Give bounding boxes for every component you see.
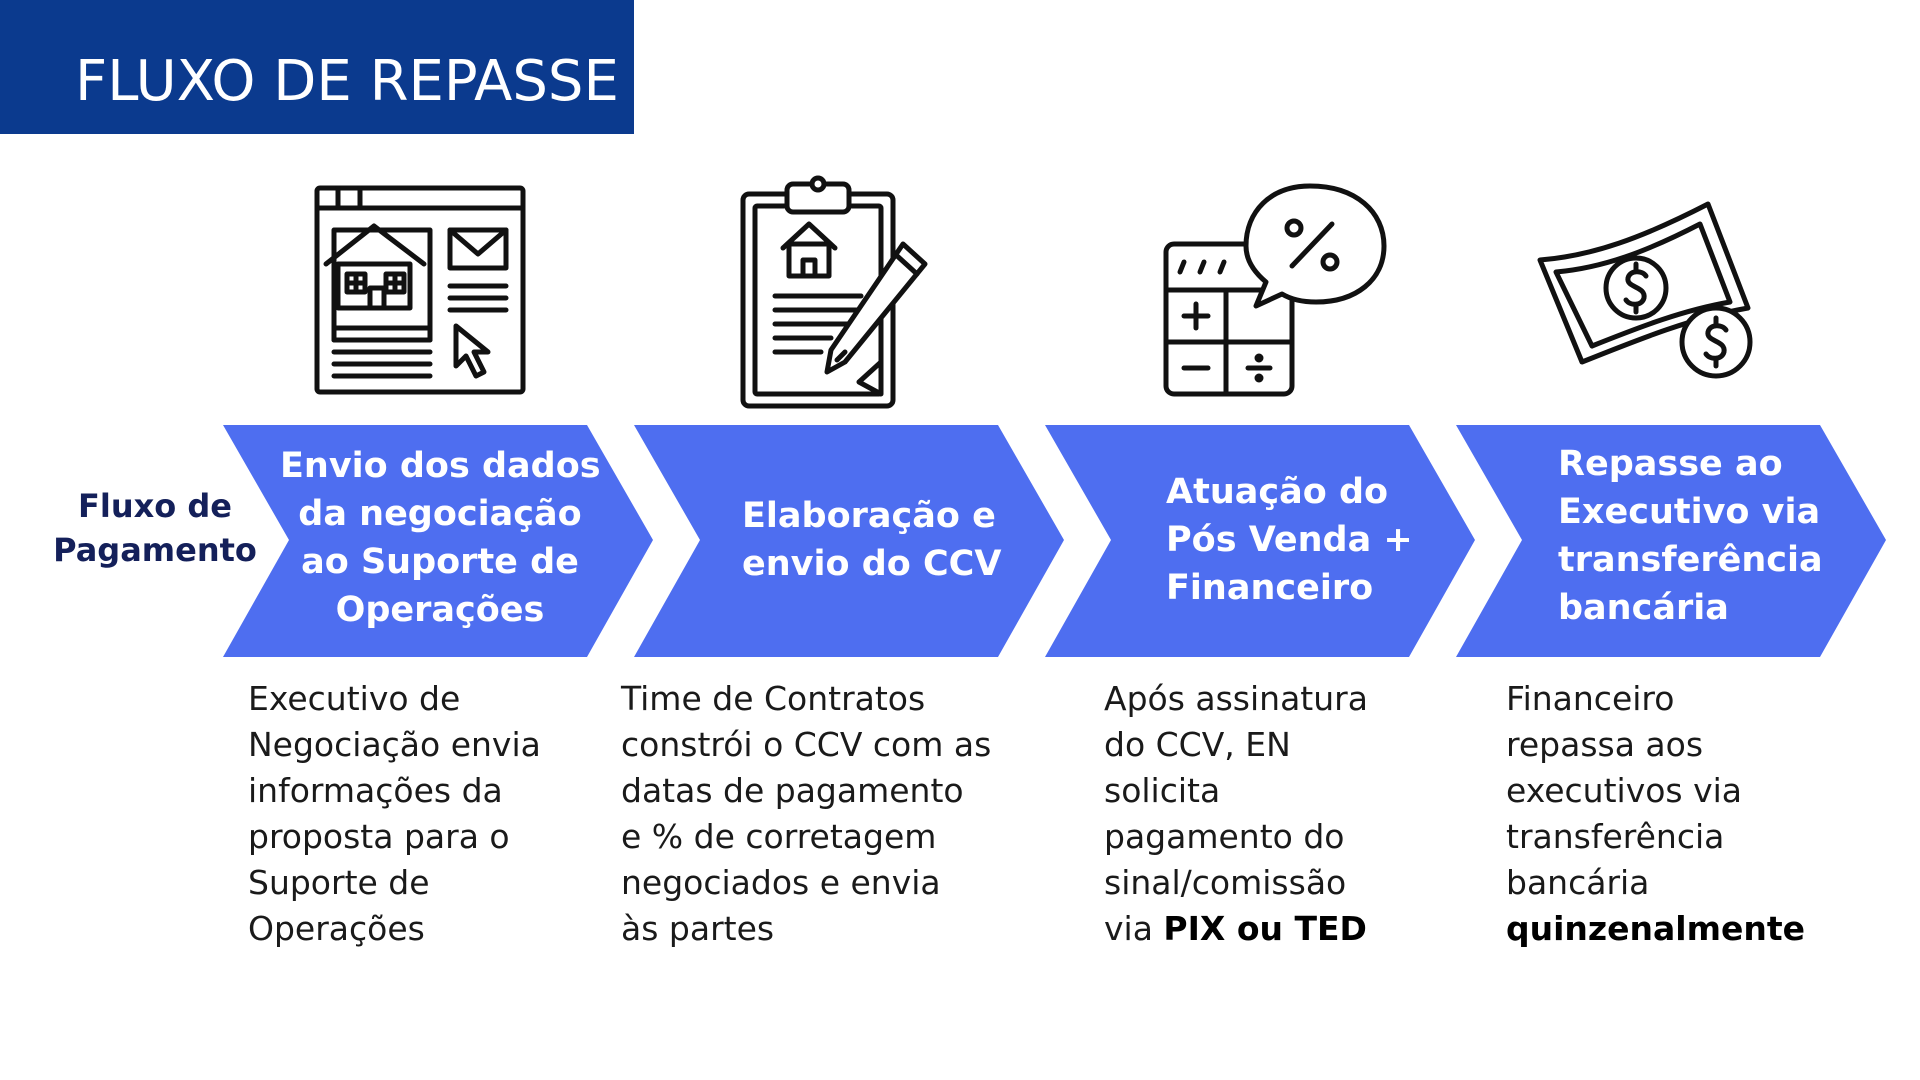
- chevron-step-3: [1045, 425, 1475, 657]
- step-4-description: Financeiro repassa aos executivos via tr…: [1506, 676, 1805, 952]
- page-title: FLUXO DE REPASSE: [75, 49, 619, 114]
- step-1-title: Envio dos dados da negociação ao Suporte…: [280, 446, 601, 630]
- website-listing-icon: [312, 182, 528, 398]
- step-2-description: Time de Contratos constrói o CCV com as …: [621, 679, 992, 948]
- step-3-title: Atuação do Pós Venda + Financeiro: [1166, 472, 1413, 608]
- calculator-percent-icon: [1160, 182, 1390, 400]
- chevron-step-2: [634, 425, 1064, 657]
- row-label: Fluxo de Pagamento: [40, 484, 270, 572]
- step-1-description: Executivo de Negociação envia informaçõe…: [248, 679, 541, 948]
- step-3-payment-methods: PIX ou TED: [1163, 909, 1367, 948]
- chevron-step-1: [223, 425, 653, 657]
- row-label-line-2: Pagamento: [53, 531, 257, 569]
- money-bill-icon: [1532, 198, 1772, 382]
- row-label-line-1: Fluxo de: [78, 487, 232, 525]
- title-bar: [0, 0, 634, 134]
- step-4-title: Repasse ao Executivo via transferência b…: [1558, 444, 1823, 628]
- step-3-description: Após assinatura do CCV, EN solicita paga…: [1104, 679, 1368, 948]
- step-2-title: Elaboração e envio do CCV: [742, 496, 1002, 584]
- step-3-last-prefix: via: [1104, 909, 1164, 948]
- clipboard-contract-icon: [735, 172, 935, 412]
- step-4-frequency: quinzenalmente: [1506, 909, 1805, 948]
- chevron-step-4: [1456, 425, 1886, 657]
